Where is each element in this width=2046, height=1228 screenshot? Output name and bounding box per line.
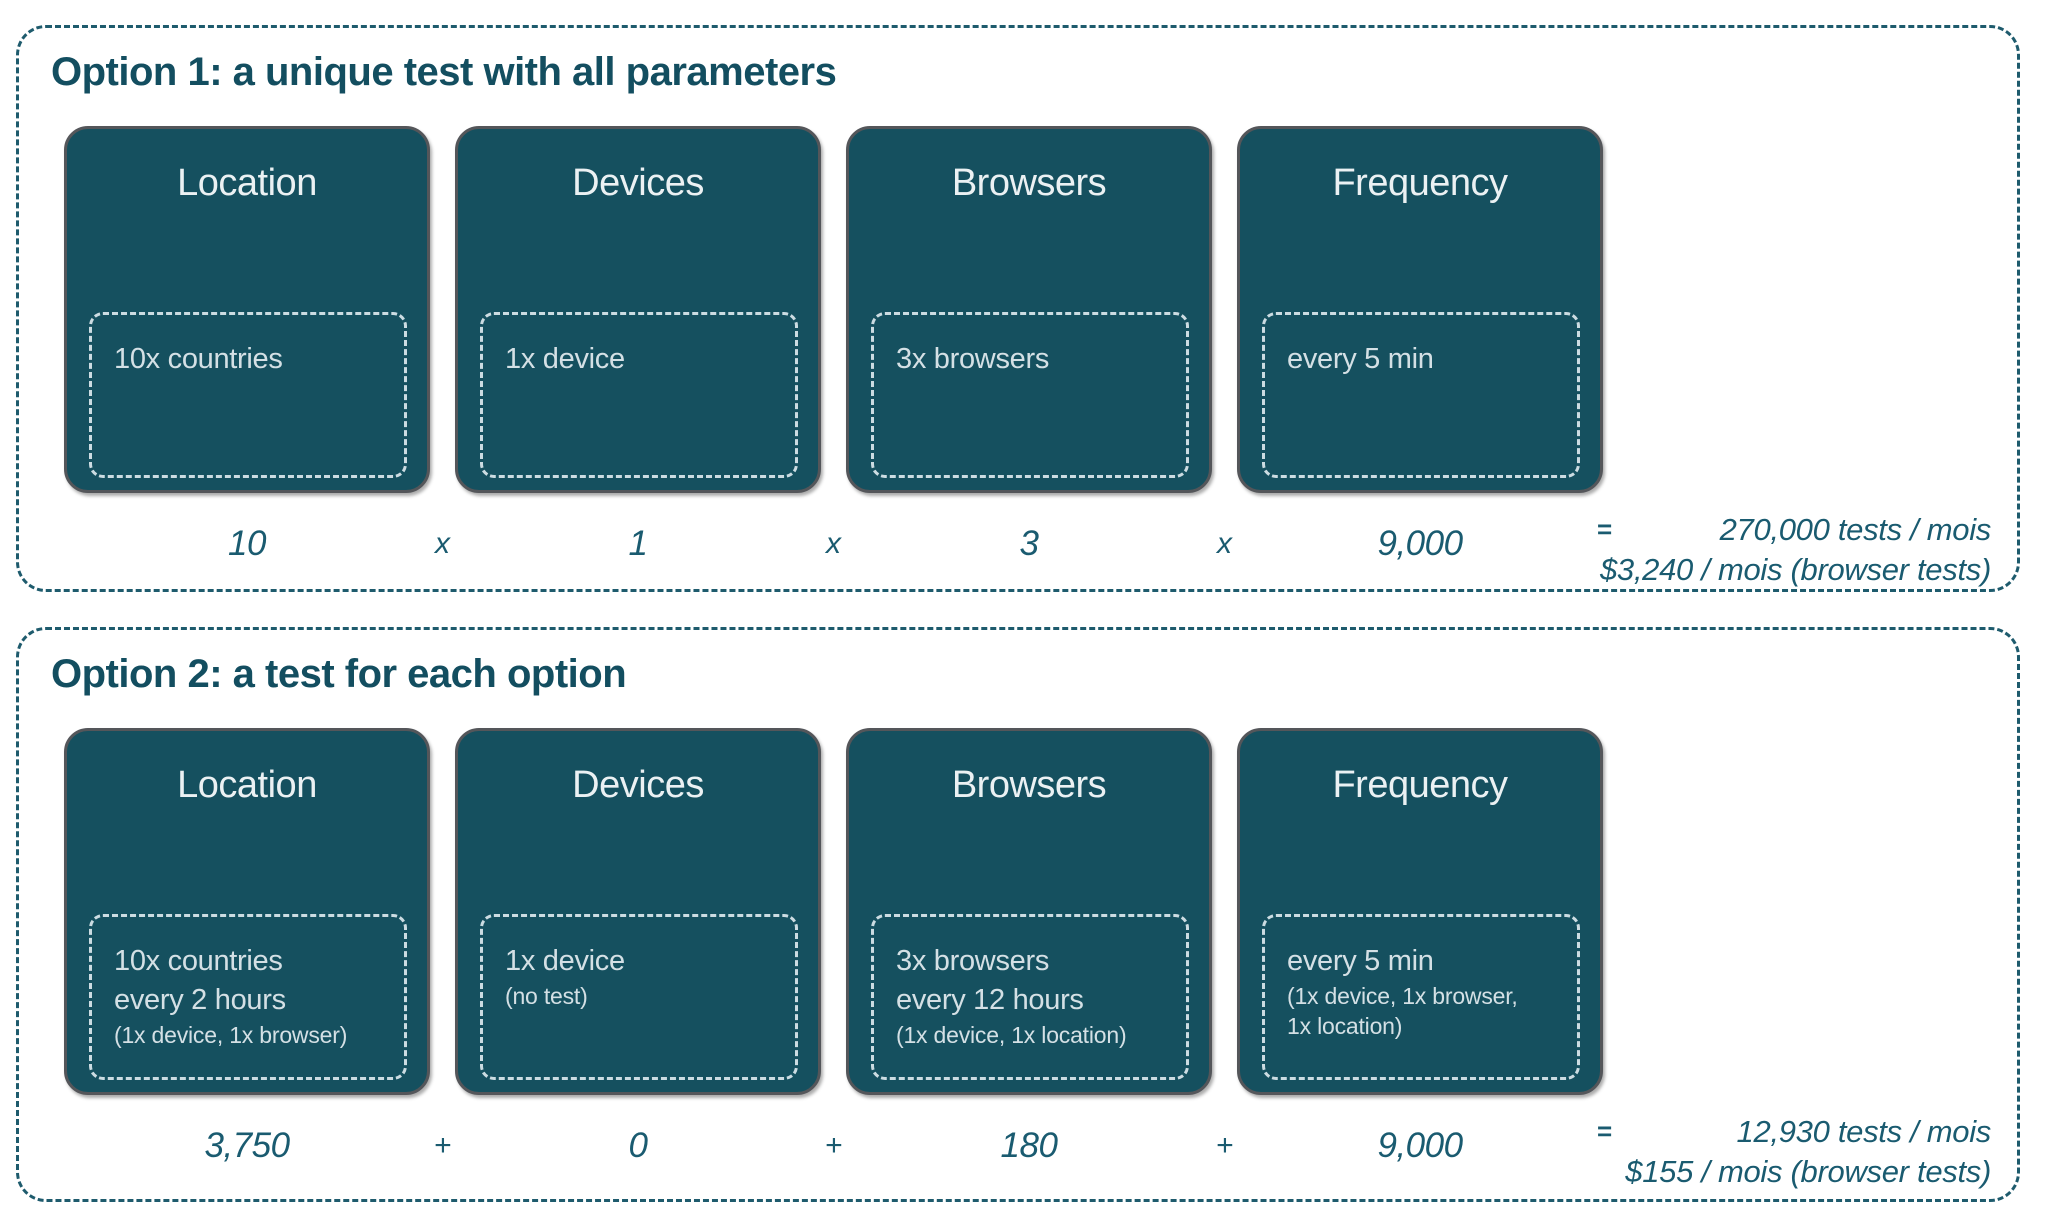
option2-title: Option 2: a test for each option (51, 652, 627, 696)
devices-count: 0 (628, 1126, 648, 1165)
location-count: 10 (228, 524, 266, 563)
location-detail-box: 10x countries every 2 hours (1x device, … (89, 914, 407, 1080)
option2-values-row: 3,750 + 0 + 180 + 9,000 (64, 1124, 1603, 1168)
devices-detail-box: 1x device (480, 312, 798, 478)
frequency-detail-note: (1x device, 1x browser, 1x location) (1287, 983, 1518, 1039)
browsers-detail-text: 3x browsers (896, 343, 1050, 375)
browsers-detail-line2: every 12 hours (896, 984, 1084, 1016)
option2-card-browsers: Browsers 3x browsers every 12 hours (1x … (846, 728, 1212, 1095)
multiply-operator: x (435, 527, 450, 560)
browsers-count: 3 (1019, 524, 1039, 563)
option1-result: 270,000 tests / mois $3,240 / mois (brow… (1600, 510, 1991, 590)
option2-panel: Option 2: a test for each option Locatio… (16, 627, 2020, 1202)
frequency-detail-box: every 5 min (1x device, 1x browser, 1x l… (1262, 914, 1580, 1080)
browsers-detail-box: 3x browsers every 12 hours (1x device, 1… (871, 914, 1189, 1080)
card-title-location: Location (177, 764, 317, 806)
frequency-detail-text: every 5 min (1287, 343, 1434, 375)
plus-operator: + (433, 1129, 452, 1162)
location-detail-line2: every 2 hours (114, 984, 286, 1016)
devices-count: 1 (628, 524, 648, 563)
location-count: 3,750 (204, 1126, 290, 1165)
option1-panel: Option 1: a unique test with all paramet… (16, 25, 2020, 592)
option2-result-price: $155 / mois (browser tests) (1625, 1154, 1991, 1189)
devices-detail-box: 1x device (no test) (480, 914, 798, 1080)
option2-card-location: Location 10x countries every 2 hours (1x… (64, 728, 430, 1095)
card-title-browsers: Browsers (951, 764, 1107, 806)
browsers-count: 180 (1000, 1126, 1058, 1165)
location-detail-note: (1x device, 1x browser) (114, 1022, 348, 1048)
option1-card-browsers: Browsers 3x browsers (846, 126, 1212, 493)
devices-detail-line1: 1x device (505, 945, 625, 977)
option2-result-tests: 12,930 tests / mois (1736, 1114, 1992, 1149)
card-title-frequency: Frequency (1332, 764, 1508, 806)
browsers-detail-line1: 3x browsers (896, 945, 1050, 977)
location-detail-text: 10x countries (114, 343, 283, 375)
plus-operator: + (1215, 1129, 1234, 1162)
option1-card-devices: Devices 1x device (455, 126, 821, 493)
option2-cards-row: Location 10x countries every 2 hours (1x… (64, 728, 1603, 1095)
frequency-detail-line1: every 5 min (1287, 945, 1434, 977)
location-detail-line1: 10x countries (114, 945, 283, 977)
location-detail-box: 10x countries (89, 312, 407, 478)
option1-result-tests: 270,000 tests / mois (1719, 512, 1992, 547)
option2-card-frequency: Frequency every 5 min (1x device, 1x bro… (1237, 728, 1603, 1095)
frequency-detail-box: every 5 min (1262, 312, 1580, 478)
equals-sign: = (1597, 1116, 1613, 1146)
plus-operator: + (824, 1129, 843, 1162)
option1-card-frequency: Frequency every 5 min (1237, 126, 1603, 493)
option1-result-price: $3,240 / mois (browser tests) (1599, 552, 1991, 587)
option1-title: Option 1: a unique test with all paramet… (51, 50, 837, 94)
option2-card-devices: Devices 1x device (no test) (455, 728, 821, 1095)
devices-detail-text: 1x device (505, 343, 625, 375)
browsers-detail-note: (1x device, 1x location) (896, 1022, 1127, 1048)
frequency-count: 9,000 (1377, 1126, 1463, 1165)
devices-detail-note: (no test) (505, 983, 588, 1009)
frequency-count: 9,000 (1377, 524, 1463, 563)
card-title-devices: Devices (572, 162, 704, 204)
option1-cards-row: Location 10x countries Devices 1x device… (64, 126, 1603, 493)
card-title-devices: Devices (572, 764, 704, 806)
option1-card-location: Location 10x countries (64, 126, 430, 493)
multiply-operator: x (1217, 527, 1232, 560)
option2-result: 12,930 tests / mois $155 / mois (browser… (1625, 1112, 1991, 1192)
option1-values-row: 10 x 1 x 3 x 9,000 (64, 522, 1603, 566)
card-title-location: Location (177, 162, 317, 204)
card-title-frequency: Frequency (1332, 162, 1508, 204)
equals-sign: = (1597, 514, 1613, 544)
browsers-detail-box: 3x browsers (871, 312, 1189, 478)
card-title-browsers: Browsers (951, 162, 1107, 204)
multiply-operator: x (826, 527, 841, 560)
